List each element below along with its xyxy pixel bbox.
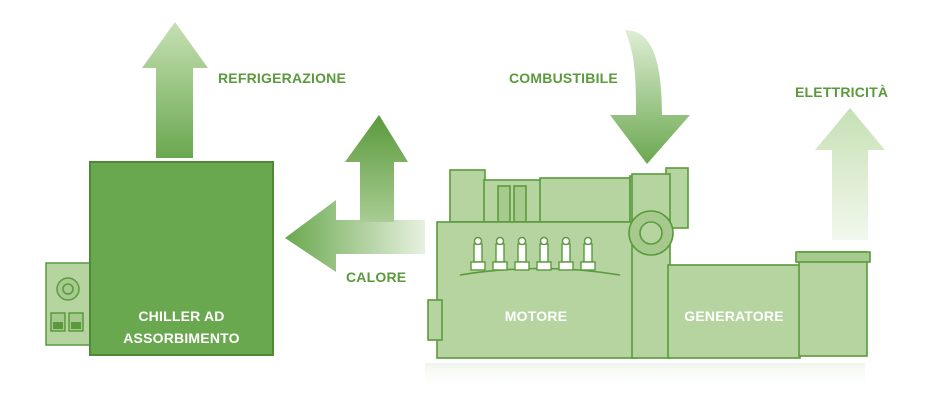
heat-arrow: [285, 115, 425, 272]
refrigeration-arrow: [142, 22, 208, 158]
engine-label: MOTORE: [504, 308, 568, 324]
electricity-label: ELETTRICITÀ: [795, 84, 889, 100]
generator-label: GENERATORE: [684, 308, 784, 324]
refrigeration-label: REFRIGERAZIONE: [218, 70, 347, 86]
electricity-arrow: [815, 108, 885, 240]
chiller-label-line1: CHILLER AD: [138, 308, 225, 324]
heat-label: CALORE: [346, 269, 407, 285]
fuel-label: COMBUSTIBILE: [509, 70, 618, 86]
fuel-arrow: [610, 30, 690, 164]
chiller-control-panel: [45, 262, 93, 346]
absorption-chiller: [89, 161, 274, 356]
chiller-label-line2: ASSORBIMENTO: [123, 330, 240, 346]
engine-injectors: [470, 236, 596, 271]
ground-shadow: [425, 363, 865, 389]
engine-generator-unit: [427, 167, 871, 359]
